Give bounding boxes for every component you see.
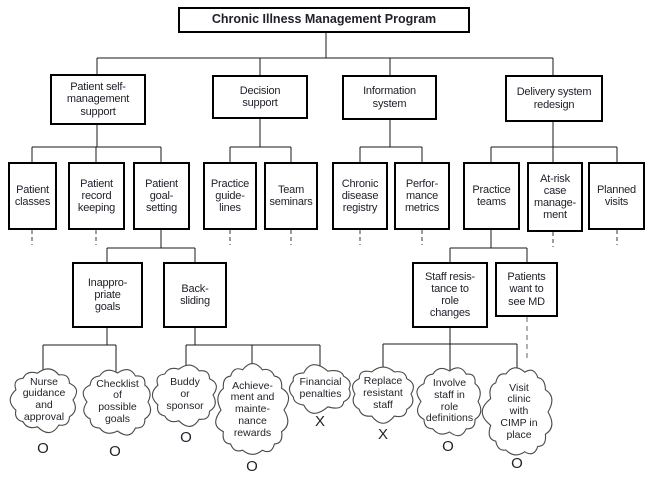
cloud-label: Buddy or sponsor [166,376,204,412]
cloud-shape [288,364,351,414]
problem-patients-want-md: Patients want to see MD [495,262,558,317]
countermeasure-buddy-sponsor: Buddy or sponsor [151,364,218,427]
component-at-risk-case-management: At-risk case manage- ment [527,162,583,232]
component-planned-visits: Planned visits [588,162,645,230]
mark-visit-clinic-cimp: O [511,455,523,472]
component-practice-guidelines: Practice guide- lines [203,162,257,230]
root-node-program: Chronic Illness Management Program [178,7,470,33]
solid-connectors [31,33,618,372]
problem-inappropriate-goals: Inappro- priate goals [72,262,143,328]
countermeasure-achievement-rewards: Achieve- ment and mainte- nance rewards [215,363,290,456]
countermeasure-financial-penalties: Financial penalties [287,364,354,414]
branch-delivery-system-redesign: Delivery system redesign [505,75,603,122]
mark-financial-penalties: X [314,413,326,430]
component-team-seminars: Team seminars [264,162,318,230]
cloud-label: Replace resistant staff [363,375,403,411]
cloud-shape [352,366,414,424]
component-performance-metrics: Perfor- mance metrics [394,162,450,230]
cloud-shape [416,367,482,437]
problem-backsliding: Back- sliding [163,262,227,328]
component-practice-teams: Practice teams [463,162,520,230]
component-patient-record-keeping: Patient record keeping [68,162,125,230]
component-patient-classes: Patient classes [8,162,57,230]
cloud-label: Visit clinic with CIMP in place [500,381,538,441]
countermeasure-nurse-guidance: Nurse guidance and approval [9,368,78,434]
cloud-label: Achieve- ment and mainte- nance rewards [230,379,275,439]
mark-checklist-goals: O [109,443,121,460]
countermeasure-replace-staff: Replace resistant staff [350,366,416,424]
mark-replace-staff: X [377,426,389,443]
mark-involve-staff: O [442,438,454,455]
mark-nurse-guidance: O [37,440,49,457]
cloud-label: Checklist of possible goals [96,377,139,425]
component-chronic-disease-registry: Chronic disease registry [332,162,388,230]
cloud-label: Nurse guidance and approval [22,375,66,423]
dashed-connectors [31,230,618,247]
cloud-shape [9,368,78,434]
cloud-shape [481,367,553,456]
mark-achievement-rewards: O [246,458,258,475]
cloud-shape [215,363,290,455]
countermeasure-checklist-goals: Checklist of possible goals [82,368,153,436]
countermeasure-visit-clinic-cimp: Visit clinic with CIMP in place [481,367,553,457]
branch-patient-self-management-support: Patient self- management support [50,74,146,125]
cloud-label: Financial penalties [299,376,342,400]
cloud-shape [151,364,217,427]
countermeasure-involve-staff: Involve staff in role definitions [416,366,483,437]
problem-staff-resistance: Staff resis- tance to role changes [412,262,488,328]
mark-buddy-sponsor: O [180,429,192,446]
branch-decision-support: Decision support [212,75,308,119]
component-patient-goal-setting: Patient goal- setting [133,162,190,230]
cloud-shape [82,369,152,436]
branch-information-system: Information system [342,75,437,120]
cloud-label: Involve staff in role definitions [425,377,474,425]
